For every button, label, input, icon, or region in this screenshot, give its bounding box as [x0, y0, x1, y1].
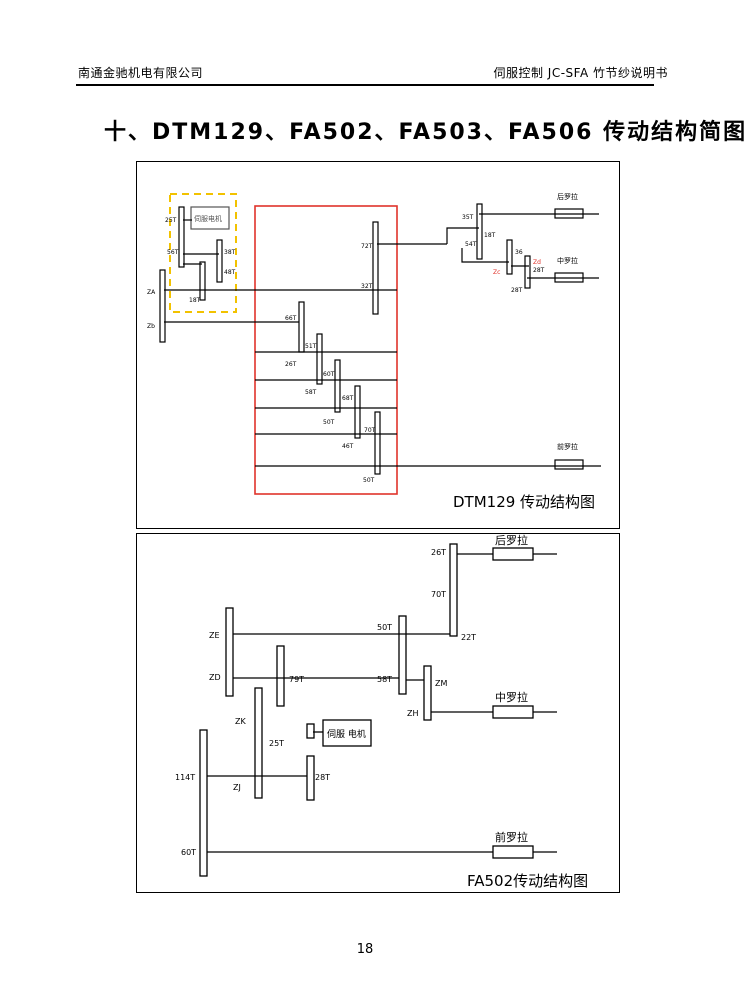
figure-fa502: 26T 70T 22T 50T ZE ZD 79T 58T ZM ZH ZK 2…	[136, 533, 620, 893]
figure1-caption: DTM129 传动结构图	[453, 493, 595, 511]
gear-label-28t: 28T	[315, 773, 330, 782]
gear-label: 46T	[342, 443, 354, 450]
gear-label: 54T	[465, 241, 477, 248]
gear-label: 36	[515, 249, 523, 256]
gear-label-zd: ZD	[209, 673, 221, 682]
page-number: 18	[356, 942, 374, 957]
figure2-caption: FA502传动结构图	[467, 872, 588, 890]
header-company: 南通金驰机电有限公司	[78, 66, 204, 80]
gear-label-zk: ZK	[235, 717, 246, 726]
gear-label: 32T	[361, 283, 373, 290]
figure-dtm129: 25T 56T 38T 48T 18T ZA Zb 72T 32T 35T 18…	[136, 161, 620, 529]
fa502-diagram: 26T 70T 22T 50T ZE ZD 79T 58T ZM ZH ZK 2…	[175, 533, 588, 890]
gear-label: 50T	[323, 419, 335, 426]
roller-middle-label: 中罗拉	[557, 256, 578, 265]
gear-label-58t: 58T	[377, 675, 392, 684]
gear-label: 58T	[305, 389, 317, 396]
gear-label: 72T	[361, 243, 373, 250]
gear-label: 35T	[462, 214, 474, 221]
motor-label: 伺服 电机	[327, 728, 366, 740]
gear-label: 25T	[165, 217, 177, 224]
gear-label: 56T	[167, 249, 179, 256]
header-rule	[76, 84, 654, 86]
gear-label: 18T	[189, 297, 201, 304]
gear-label-ze: ZE	[209, 631, 220, 640]
gear-label: 26T	[285, 361, 297, 368]
gear-label: 60T	[323, 371, 335, 378]
gear-label: 66T	[285, 315, 297, 322]
gear-label: 51T	[305, 343, 317, 350]
gear-label-25t: 25T	[269, 739, 284, 748]
gear-label: 48T	[224, 269, 236, 276]
motor-label: 伺服电机	[194, 214, 222, 223]
gear-label-79t: 79T	[289, 675, 304, 684]
gear-label: 28T	[511, 287, 523, 294]
gear-label-22t: 22T	[461, 633, 476, 642]
gear-label-26t: 26T	[431, 548, 446, 557]
gear-label-114t: 114T	[175, 773, 195, 782]
gear-label-50t: 50T	[377, 623, 392, 632]
gear-label: 68T	[342, 395, 354, 402]
roller-front-label: 前罗拉	[557, 442, 578, 451]
gear-label-zm: ZM	[435, 679, 447, 688]
roller-front-label: 前罗拉	[495, 830, 528, 844]
gear-label: Zc	[493, 269, 500, 276]
roller-back-label: 后罗拉	[557, 192, 578, 201]
gear-label: 50T	[363, 477, 375, 484]
gear-label: 70T	[364, 427, 376, 434]
gear-label-zh: ZH	[407, 709, 419, 718]
dtm129-diagram: 25T 56T 38T 48T 18T ZA Zb 72T 32T 35T 18…	[147, 192, 601, 511]
gear-label-70t: 70T	[431, 590, 446, 599]
gear-label: ZA	[147, 289, 156, 296]
roller-middle-label: 中罗拉	[495, 690, 528, 704]
gear-label: 18T	[484, 232, 496, 239]
roller-back-label: 后罗拉	[495, 533, 528, 547]
header-document-title: 伺服控制 JC-SFA 竹节纱说明书	[493, 66, 668, 80]
gear-label-zj: ZJ	[233, 783, 241, 792]
gear-label: 28T	[533, 267, 545, 274]
gear-label: 38T	[224, 249, 236, 256]
gear-label-60t: 60T	[181, 848, 196, 857]
section-title: 十、DTM129、FA502、FA503、FA506 传动结构简图	[104, 120, 747, 145]
gear-label: Zd	[533, 259, 541, 266]
gear-label: Zb	[147, 323, 155, 330]
